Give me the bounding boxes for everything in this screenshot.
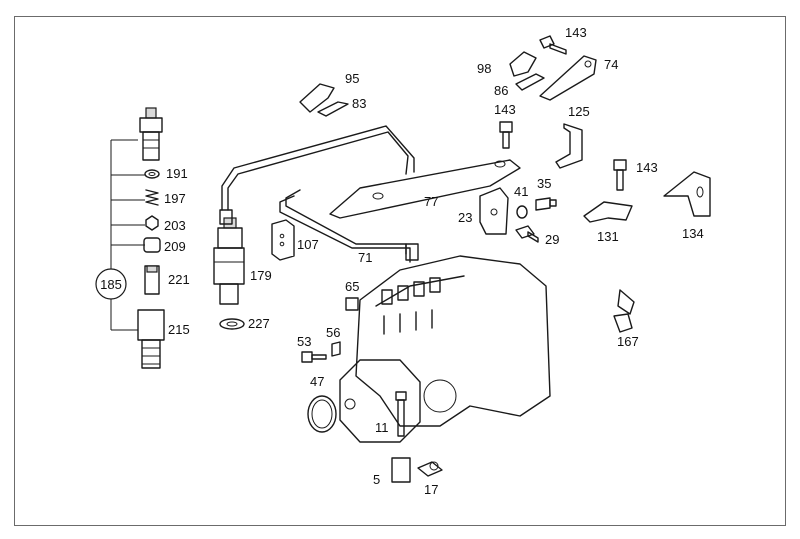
label-98: 98 [477,61,491,76]
label-95: 95 [345,71,359,86]
spring-197 [145,189,159,206]
sleeve-209 [143,237,161,253]
washer-56 [331,341,341,357]
label-167: 167 [617,334,639,349]
connector-107 [271,219,295,261]
label-107: 107 [297,237,319,252]
bracket-23 [479,187,509,235]
label-143-mid: 143 [494,102,516,117]
banjo-bolt-17 [417,461,443,477]
injector-set-185-bracket [110,139,145,331]
label-131: 131 [597,229,619,244]
injection-pump [339,255,551,443]
o-ring-47 [307,395,337,433]
label-134: 134 [682,226,704,241]
label-209: 209 [164,239,186,254]
label-227: 227 [248,316,270,331]
injector-179 [213,217,245,305]
label-83: 83 [352,96,366,111]
fuel-injection-line-71 [219,125,419,263]
label-17: 17 [424,482,438,497]
label-215: 215 [168,322,190,337]
nut-203 [145,215,159,231]
label-65: 65 [345,279,359,294]
bolt-143-top [539,35,567,55]
label-53: 53 [297,334,311,349]
bracket-125 [555,123,583,169]
gasket-65 [345,297,359,311]
label-125: 125 [568,104,590,119]
bolt-11 [395,391,407,437]
label-221: 221 [168,272,190,287]
clamp-167 [613,289,635,333]
label-11: 11 [375,420,389,435]
nozzle-221 [144,265,160,295]
label-5: 5 [373,472,380,487]
washer-41 [516,205,528,219]
bolt-143-mid [499,121,513,149]
label-191: 191 [166,166,188,181]
label-71: 71 [358,250,372,265]
clip-95 [299,83,335,113]
bolt-29 [515,225,539,243]
bolt-143-right [613,159,627,191]
lever-134 [663,171,711,217]
bolt-35 [535,197,557,211]
clip-98 [509,51,537,77]
callout-185: 185 [95,268,127,300]
label-74: 74 [604,57,618,72]
bracket-131 [583,201,633,223]
label-41: 41 [514,184,528,199]
label-197: 197 [164,191,186,206]
bracket-77 [329,159,521,219]
label-185: 185 [100,277,122,292]
label-35: 35 [537,176,551,191]
label-56: 56 [326,325,340,340]
label-143-top: 143 [565,25,587,40]
label-203: 203 [164,218,186,233]
label-47: 47 [310,374,324,389]
label-143-right: 143 [636,160,658,175]
injector-nozzle-holder-top [139,107,163,161]
label-29: 29 [545,232,559,247]
bolt-53 [301,351,327,363]
lever-74 [539,55,597,101]
washer-227 [219,318,245,330]
label-86: 86 [494,83,508,98]
clip-86 [515,73,545,91]
label-77: 77 [424,194,438,209]
label-179: 179 [250,268,272,283]
union-5 [391,457,411,483]
diagram-frame [14,16,786,526]
clip-83 [317,101,349,117]
nozzle-holder-215 [137,309,165,369]
washer-191 [144,169,160,179]
label-23: 23 [458,210,472,225]
